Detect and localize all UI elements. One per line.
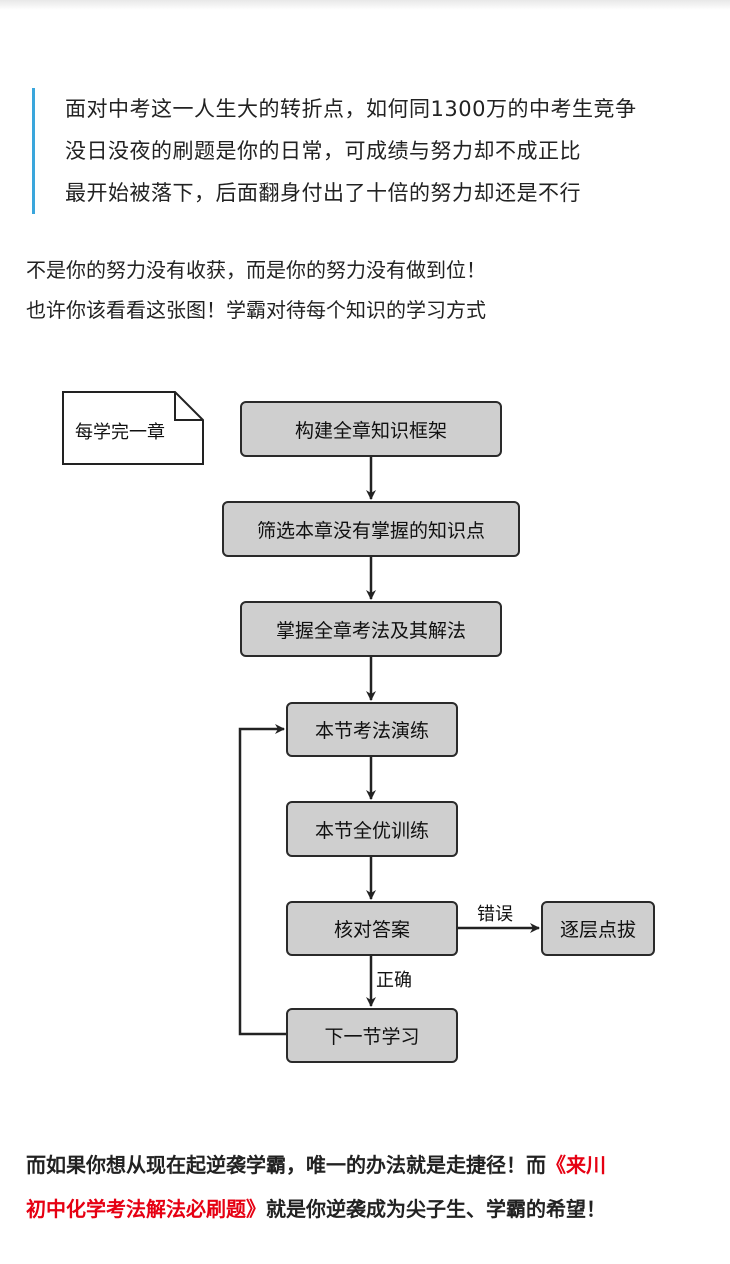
book-title-end: 初中化学考法解法必刷题》 (26, 1197, 266, 1221)
quote-line-2: 没日没夜的刷题是你的日常，可成绩与努力却不成正比 (65, 139, 581, 163)
paragraph-line-2: 也许你该看看这张图！学霸对待每个知识的学习方式 (26, 298, 486, 322)
quote-line-1: 面对中考这一人生大的转折点，如何同1300万的中考生竞争 (65, 97, 637, 121)
step-section-practice: 本节考法演练 (286, 702, 458, 757)
intro-paragraph: 不是你的努力没有收获，而是你的努力没有做到位！ 也许你该看看这张图！学霸对待每个… (26, 250, 486, 330)
step-check-answers: 核对答案 (286, 901, 458, 956)
note-label: 每学完一章 (75, 422, 165, 443)
note-fold (174, 392, 203, 421)
label-wrong: 错误 (477, 904, 513, 925)
closing-line-1: 而如果你想从现在起逆袭学霸，唯一的办法就是走捷径！而《来川 (26, 1143, 606, 1187)
book-title-start: 《来川 (546, 1153, 606, 1177)
arrow-loop-back (238, 724, 286, 1036)
step-filter-unmastered: 筛选本章没有掌握的知识点 (222, 501, 520, 557)
closing-text: 而如果你想从现在起逆袭学霸，唯一的办法就是走捷径！而《来川 初中化学考法解法必刷… (26, 1143, 606, 1231)
step-build-framework: 构建全章知识框架 (240, 401, 502, 457)
step-master-methods: 掌握全章考法及其解法 (240, 601, 502, 657)
top-shadow (0, 0, 730, 10)
label-correct: 正确 (376, 970, 412, 991)
closing-line-2-text: 就是你逆袭成为尖子生、学霸的希望！ (266, 1197, 606, 1221)
paragraph-line-1: 不是你的努力没有收获，而是你的努力没有做到位！ (26, 258, 486, 282)
note-shape (62, 391, 204, 465)
quote-line-3: 最开始被落下，后面翻身付出了十倍的努力却还是不行 (65, 181, 581, 205)
step-review-guidance: 逐层点拔 (541, 901, 655, 956)
closing-line-2: 初中化学考法解法必刷题》就是你逆袭成为尖子生、学霸的希望！ (26, 1187, 606, 1231)
step-next-section: 下一节学习 (286, 1008, 458, 1063)
intro-quote: 面对中考这一人生大的转折点，如何同1300万的中考生竞争 没日没夜的刷题是你的日… (32, 88, 636, 214)
step-section-training: 本节全优训练 (286, 801, 458, 857)
closing-line-1-text: 而如果你想从现在起逆袭学霸，唯一的办法就是走捷径！而 (26, 1153, 546, 1177)
